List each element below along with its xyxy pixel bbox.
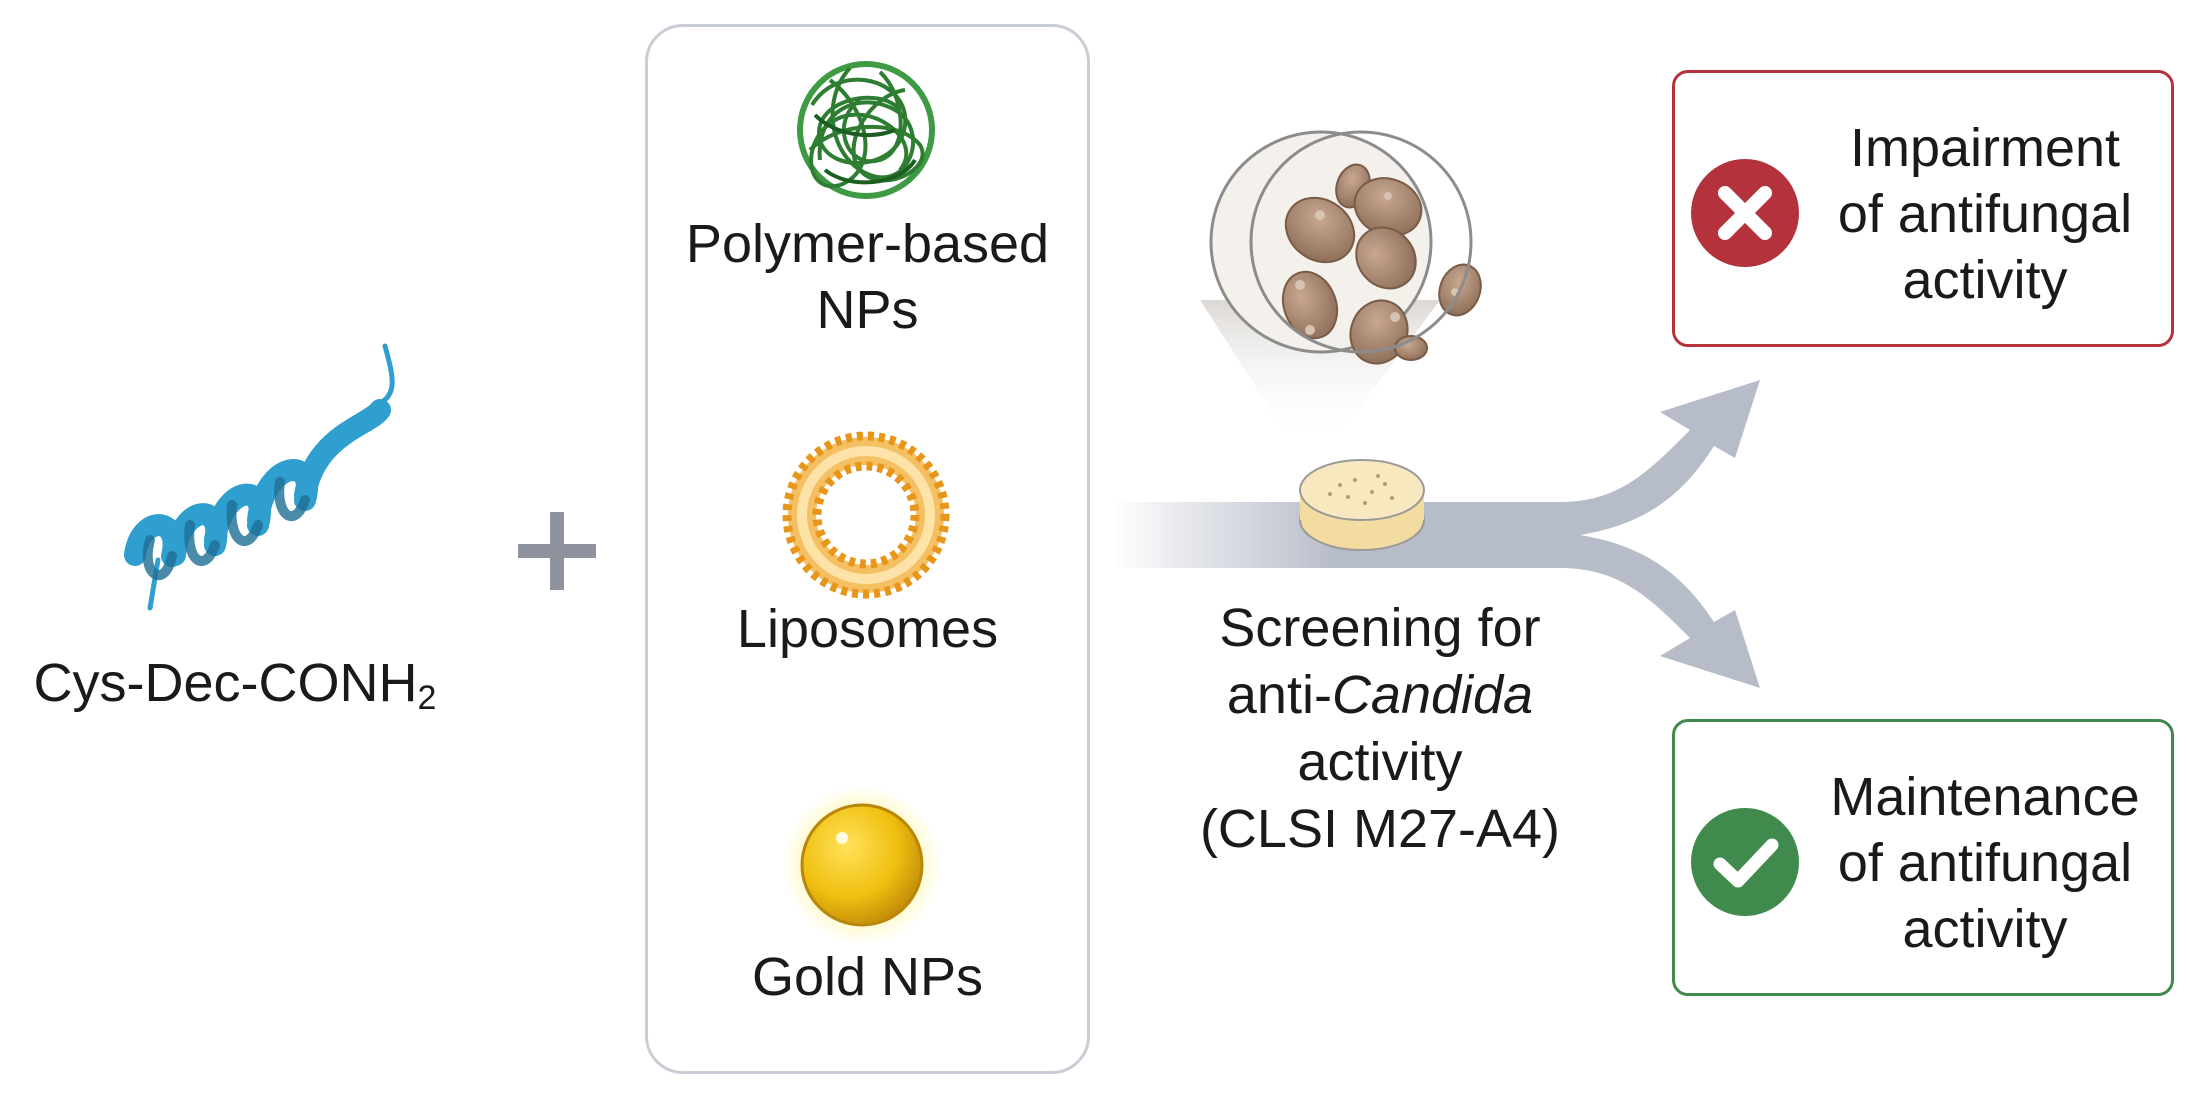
impairment-line3: activity: [1902, 250, 2068, 310]
screening-line2: anti-Candida: [1140, 662, 1620, 729]
peptide-label: Cys-Dec-CONH2: [0, 650, 470, 716]
split-arrow-icon: [1110, 380, 1760, 688]
screening-organism: Candida: [1331, 665, 1534, 725]
impairment-box: Impairment of antifungal activity: [1672, 70, 2174, 347]
gold-sphere-icon: [782, 785, 942, 945]
magnified-yeast-cells-icon: [1200, 130, 1482, 440]
impairment-line2: of antifungal: [1837, 184, 2133, 244]
polymer-np-label: Polymer-based NPs: [645, 211, 1090, 343]
alpha-helix-peptide-icon: [124, 343, 395, 611]
check-icon: [1691, 808, 1799, 916]
maintenance-text: Maintenance of antifungal activity: [1805, 764, 2165, 962]
peptide-subscript: 2: [417, 679, 437, 717]
polymer-np-label-line1: Polymer-based: [685, 214, 1050, 274]
maintenance-box: Maintenance of antifungal activity: [1672, 719, 2174, 996]
screening-line3: activity: [1297, 732, 1463, 792]
screening-line1: Screening for: [1219, 598, 1541, 658]
gold-np-label: Gold NPs: [751, 947, 984, 1007]
impairment-line1: Impairment: [1849, 118, 2121, 178]
liposome-label: Liposomes: [736, 599, 999, 659]
polymer-np-label-line2: NPs: [816, 280, 919, 340]
screening-label: Screening for anti-Candida activity (CLS…: [1140, 595, 1620, 863]
peptide-name: Cys-Dec-CONH: [33, 653, 418, 713]
maintenance-line3: activity: [1902, 899, 2068, 959]
screening-prefix: anti-: [1226, 665, 1332, 725]
polymer-coil-icon: [797, 61, 935, 199]
maintenance-line2: of antifungal: [1837, 833, 2133, 893]
nanoparticle-panel: [645, 24, 1090, 1074]
screening-line4: (CLSI M27-A4): [1199, 799, 1561, 859]
cross-icon: [1691, 159, 1799, 267]
liposome-ring-icon: [782, 431, 950, 599]
plus-icon: [518, 512, 596, 590]
impairment-text: Impairment of antifungal activity: [1805, 115, 2165, 313]
petri-dish-icon: [1299, 459, 1425, 551]
maintenance-line1: Maintenance: [1830, 767, 2140, 827]
